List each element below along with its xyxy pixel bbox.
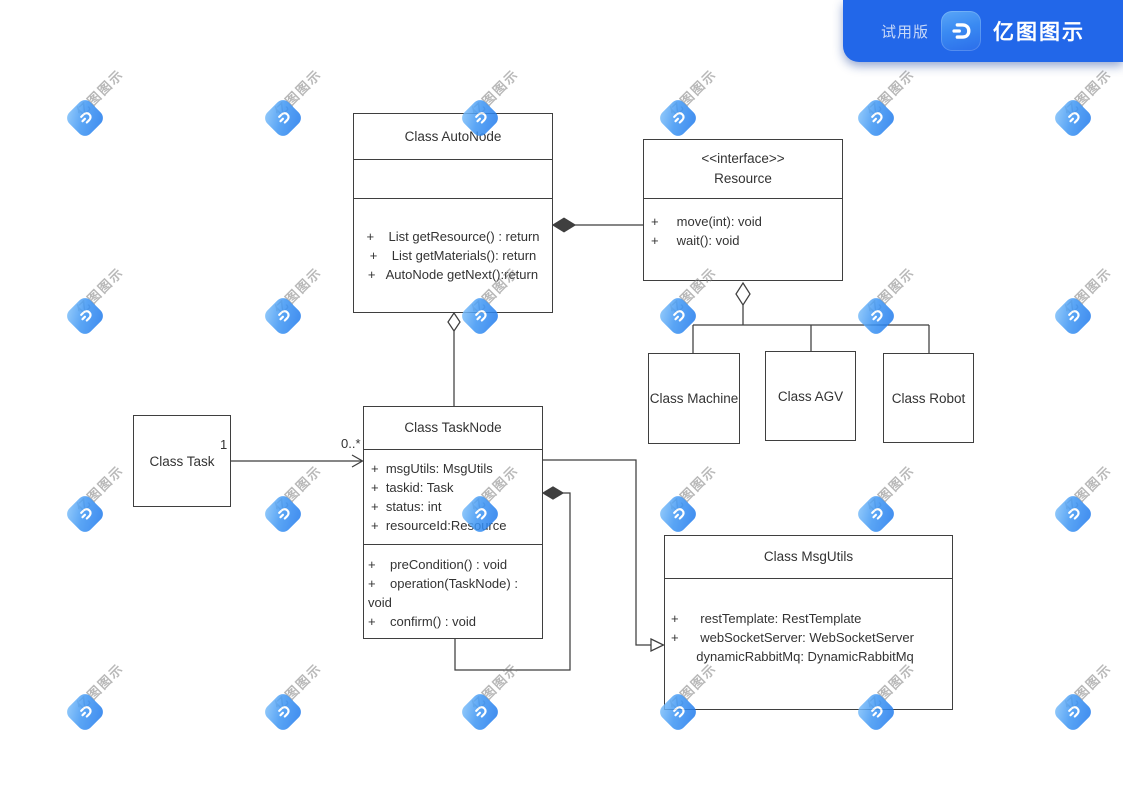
fields-section: + msgUtils: MsgUtils + taskid: Task + st… — [364, 449, 542, 544]
multiplicity-label-tasknode-end: 0..* — [341, 436, 361, 451]
trial-badge: 试用版 亿图图示 — [843, 0, 1123, 62]
class-title: Class MsgUtils — [665, 536, 952, 578]
class-title-text: Class Robot — [891, 390, 966, 406]
class-title: Class TaskNode — [364, 407, 542, 449]
uml-class-tasknode: Class TaskNode + msgUtils: MsgUtils + ta… — [363, 406, 543, 639]
aggregation-resource-implementations — [692, 281, 930, 353]
class-title-text: Class Machine — [649, 391, 739, 406]
field-line: + restTemplate: RestTemplate — [671, 611, 862, 626]
aggregation-autonode-tasknode — [447, 311, 461, 406]
class-title: <<interface>> Resource — [644, 140, 842, 198]
class-title-text: Class MsgUtils — [763, 549, 854, 564]
methods-section: + preCondition() : void + operation(Task… — [364, 544, 542, 640]
aggregation-autonode-resource — [551, 217, 643, 233]
method-line: + confirm() : void — [368, 613, 476, 629]
class-title: Class AutoNode — [354, 114, 552, 159]
fields-section: + restTemplate: RestTemplate + webSocket… — [665, 578, 952, 709]
uml-class-agv: Class AGV — [765, 351, 856, 441]
multiplicity-label-task-end: 1 — [220, 437, 228, 452]
edraw-logo-icon — [941, 11, 981, 51]
class-title-text: Class Task — [149, 453, 215, 469]
class-title-text: Class AutoNode — [404, 128, 502, 144]
class-title-text: Class TaskNode — [404, 420, 502, 435]
field-line: + taskid: Task — [371, 480, 454, 495]
aggregation-tasknode-self — [454, 486, 571, 671]
class-title-text: Resource — [714, 171, 772, 186]
field-line: dynamicRabbitMq: DynamicRabbitMq — [671, 649, 914, 664]
method-line: + wait(): void — [651, 233, 740, 248]
stereotype-text: <<interface>> — [701, 151, 785, 166]
uml-class-autonode: Class AutoNode + List getResource() : re… — [353, 113, 553, 313]
method-line: + move(int): void — [651, 214, 762, 229]
brand-name: 亿图图示 — [993, 21, 1085, 44]
field-line: + msgUtils: MsgUtils — [371, 461, 493, 476]
method-line: + operation(TaskNode) : — [368, 575, 518, 591]
uml-interface-resource: <<interface>> Resource + move(int): void… — [643, 139, 843, 281]
method-line-wrap: void — [368, 594, 392, 610]
method-line: + List getResource() : return — [366, 228, 540, 244]
field-line: + webSocketServer: WebSocketServer — [671, 630, 914, 645]
uml-class-machine: Class Machine — [648, 353, 740, 444]
field-line: + resourceId:Resource — [371, 518, 507, 533]
method-line: + List getMaterials(): return — [369, 247, 537, 263]
uml-class-robot: Class Robot — [883, 353, 974, 443]
association-task-tasknode — [231, 454, 364, 468]
field-line: + status: int — [371, 499, 442, 514]
uml-class-task: Class Task — [133, 415, 231, 507]
association-tasknode-msgutils — [543, 459, 665, 652]
methods-section: + List getResource() : return + List get… — [354, 198, 552, 311]
trial-label: 试用版 — [880, 23, 929, 41]
methods-section: + move(int): void + wait(): void — [644, 198, 842, 279]
method-line: + preCondition() : void — [368, 556, 508, 572]
fields-section-empty — [354, 159, 552, 198]
uml-class-msgutils: Class MsgUtils + restTemplate: RestTempl… — [664, 535, 953, 710]
class-title-text: Class AGV — [777, 388, 844, 404]
method-line: + AutoNode getNext():return — [367, 266, 539, 282]
